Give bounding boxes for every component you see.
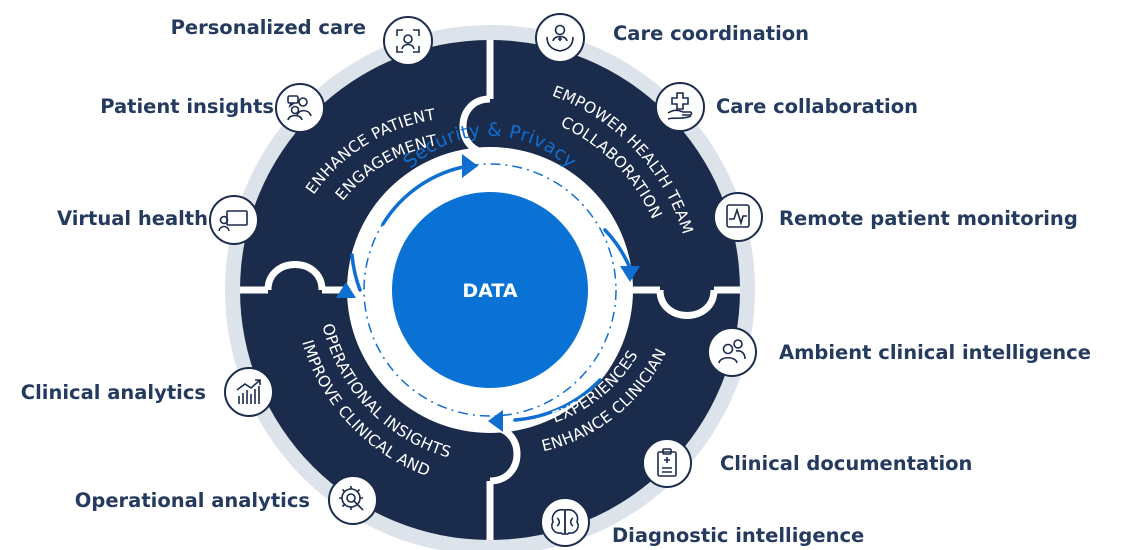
seam-left-knob	[264, 261, 326, 291]
icon-badges	[209, 13, 763, 547]
two-people-icon	[707, 327, 757, 377]
gear-search-icon	[328, 475, 378, 525]
face-scan-icon	[383, 16, 433, 66]
person-in-hands-icon	[535, 13, 585, 63]
data-core	[392, 192, 588, 388]
label-care-collaboration: Care collaboration	[716, 95, 918, 118]
arrowhead-bottom	[488, 410, 503, 432]
monitor-pulse-icon	[713, 192, 763, 242]
label-personalized-care: Personalized care	[170, 16, 366, 39]
virtual-presenter-icon	[209, 195, 259, 245]
cycle-arc-left	[350, 253, 362, 292]
cycle-arrows	[350, 164, 632, 422]
data-core-label: DATA	[462, 280, 517, 302]
label-remote-patient-monitoring: Remote patient monitoring	[779, 207, 1078, 230]
label-ambient-clinical-intelligence: Ambient clinical intelligence	[779, 341, 1091, 364]
dashed-orbit	[363, 163, 617, 417]
label-clinical-analytics: Clinical analytics	[20, 381, 206, 404]
clipboard-icon	[642, 438, 692, 488]
cycle-arc-bottom	[513, 378, 602, 422]
cycle-arc-top	[381, 164, 470, 226]
label-virtual-health: Virtual health	[56, 207, 208, 230]
label-diagnostic-intelligence: Diagnostic intelligence	[612, 524, 865, 547]
cycle-arrowheads	[336, 154, 640, 432]
arrowhead-top	[462, 154, 478, 178]
label-patient-insights: Patient insights	[100, 95, 274, 118]
label-care-coordination: Care coordination	[613, 22, 810, 45]
bar-chart-trend-icon	[224, 367, 274, 417]
arrowhead-left	[336, 282, 356, 298]
label-operational-analytics: Operational analytics	[74, 489, 310, 512]
people-chat-icon	[275, 83, 325, 133]
arrowhead-right	[620, 266, 640, 282]
seam-right-knob	[656, 289, 718, 319]
brain-icon	[540, 497, 590, 547]
label-clinical-documentation: Clinical documentation	[720, 452, 973, 475]
hand-medical-cross-icon	[655, 82, 705, 132]
